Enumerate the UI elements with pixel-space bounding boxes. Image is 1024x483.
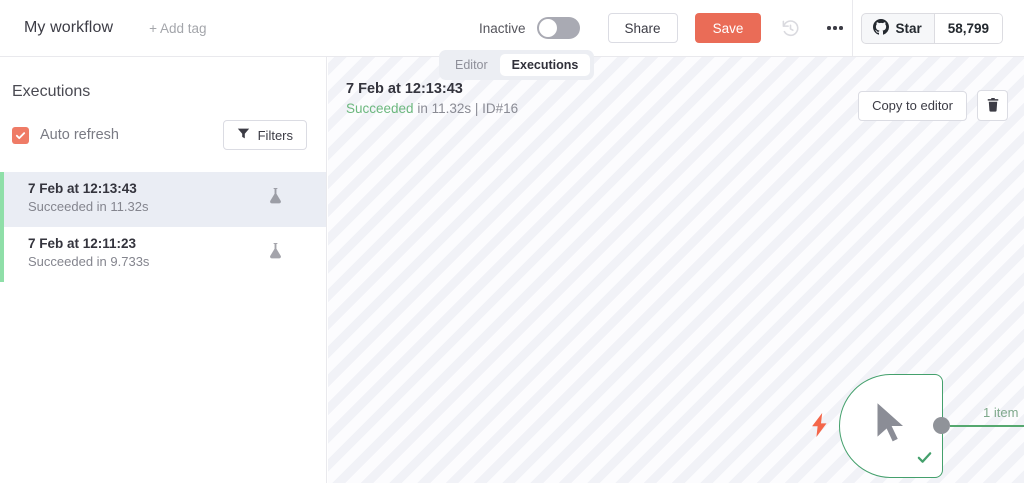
node-output-handle[interactable] xyxy=(933,417,950,434)
execution-status: Succeeded in 11.32s xyxy=(28,199,149,214)
ellipsis-icon[interactable] xyxy=(827,26,843,30)
delete-execution-button[interactable] xyxy=(977,90,1008,121)
funnel-icon xyxy=(237,127,250,143)
github-star-label: Star xyxy=(895,21,922,36)
save-button[interactable]: Save xyxy=(694,13,762,43)
connection-line xyxy=(950,425,1024,427)
checkbox-checked-icon[interactable] xyxy=(12,126,29,144)
filters-button[interactable]: Filters xyxy=(222,120,307,150)
canvas-actions: Copy to editor xyxy=(858,90,1008,121)
execution-time: 7 Feb at 12:11:23 xyxy=(28,236,137,251)
connection-item-count: 1 item xyxy=(983,405,1019,420)
sidebar-title: Executions xyxy=(12,83,91,100)
execution-status-detail: in 11.32s | ID#16 xyxy=(413,101,519,116)
mouse-pointer-icon xyxy=(873,401,909,452)
execution-header-status: Succeeded in 11.32s | ID#16 xyxy=(346,101,518,116)
toggle-knob xyxy=(538,19,557,37)
execution-status-success: Succeeded xyxy=(346,101,414,116)
github-star-left[interactable]: Star xyxy=(862,14,933,43)
tab-editor[interactable]: Editor xyxy=(455,58,488,72)
activate-workflow-toggle[interactable] xyxy=(536,17,580,39)
list-item[interactable]: 7 Feb at 12:13:43 Succeeded in 11.32s xyxy=(0,172,326,227)
flask-icon xyxy=(268,242,283,264)
execution-time: 7 Feb at 12:13:43 xyxy=(28,181,137,196)
executions-sidebar: Executions Auto refresh Filters xyxy=(0,57,327,483)
filters-label: Filters xyxy=(257,127,293,143)
executions-list: 7 Feb at 12:13:43 Succeeded in 11.32s 7 … xyxy=(0,172,326,282)
auto-refresh-toggle[interactable]: Auto refresh xyxy=(12,126,119,144)
execution-status: Succeeded in 9.733s xyxy=(28,254,150,269)
execution-header-time: 7 Feb at 12:13:43 xyxy=(346,81,463,97)
list-item[interactable]: 7 Feb at 12:11:23 Succeeded in 9.733s xyxy=(0,227,326,282)
share-button[interactable]: Share xyxy=(607,13,678,43)
github-star-button[interactable]: Star 58,799 xyxy=(861,13,1003,44)
trash-icon xyxy=(986,97,1000,115)
workflow-title[interactable]: My workflow xyxy=(24,19,114,36)
workflow-canvas[interactable]: 7 Feb at 12:13:43 Succeeded in 11.32s | … xyxy=(328,57,1024,483)
history-rewind-icon[interactable] xyxy=(781,19,800,38)
copy-to-editor-button[interactable]: Copy to editor xyxy=(858,90,967,121)
tab-executions[interactable]: Executions xyxy=(499,54,591,76)
header-center-controls: Inactive Share Save xyxy=(479,0,843,56)
top-header: My workflow + Add tag Inactive Share Sav… xyxy=(0,0,1024,57)
github-star-count: 58,799 xyxy=(933,14,1002,43)
github-icon xyxy=(873,19,890,38)
execution-header: 7 Feb at 12:13:43 Succeeded in 11.32s | … xyxy=(346,81,518,116)
active-state-label: Inactive xyxy=(479,20,526,36)
check-icon xyxy=(916,449,933,471)
sidebar-controls: Auto refresh Filters xyxy=(0,120,326,150)
header-divider xyxy=(852,0,853,57)
node-manual-trigger[interactable] xyxy=(839,374,943,478)
auto-refresh-label: Auto refresh xyxy=(40,127,119,143)
flask-icon xyxy=(268,187,283,209)
editor-executions-tabs: Editor Executions xyxy=(439,50,595,80)
add-tag-button[interactable]: + Add tag xyxy=(149,20,207,36)
lightning-bolt-icon xyxy=(812,413,829,442)
